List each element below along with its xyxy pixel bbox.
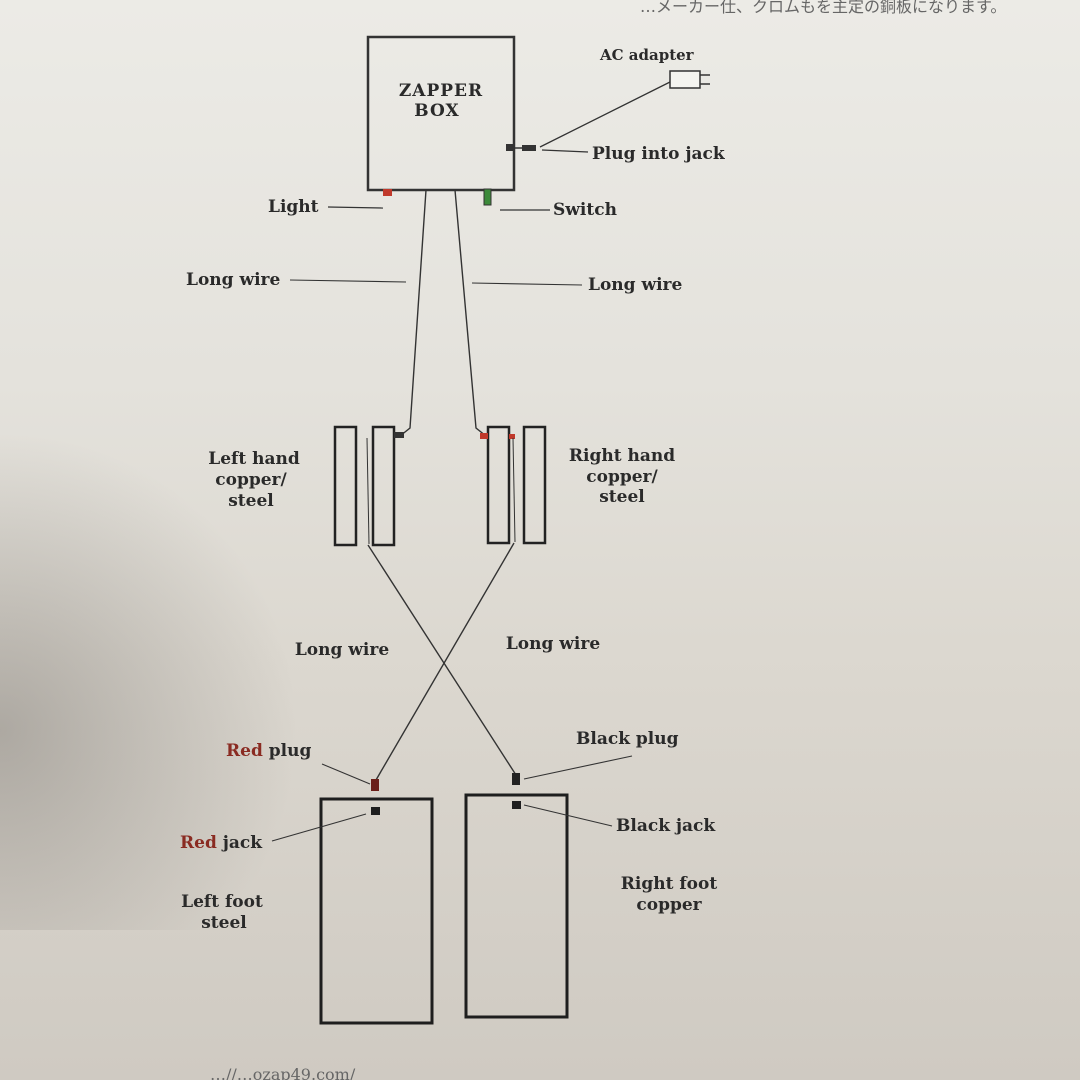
- right-hand-label-line2: copper/: [586, 467, 658, 487]
- black-plug-label: Black plug: [576, 729, 679, 749]
- red-plug: [371, 779, 379, 791]
- upper-right-long-wire: [454, 189, 487, 437]
- right-hand-label-line1: Right hand: [569, 446, 675, 466]
- left-hand-label-line2: copper/: [215, 470, 287, 490]
- lower-wire-left-hand-to-black-plug: [367, 544, 517, 776]
- right-foot-label-line2: copper: [636, 895, 702, 915]
- switch-toggle: [483, 188, 492, 206]
- left-hand-electrode-outer: [333, 425, 358, 547]
- right-hand-electrode-inner: [486, 425, 511, 545]
- right-hand-label-line3: steel: [599, 487, 645, 507]
- lower-right-long-wire-label: Long wire: [506, 634, 601, 654]
- power-plug: [522, 145, 536, 151]
- upper-left-long-wire: [399, 189, 427, 437]
- right-foot-plate: [464, 793, 569, 1019]
- plug-into-jack-label: Plug into jack: [592, 144, 726, 164]
- right-hand-connector: [480, 433, 488, 439]
- power-jack: [506, 144, 514, 151]
- light-indicator: [383, 189, 392, 196]
- footer-url-fragment: …//…ozap49.com/: [210, 1065, 356, 1080]
- left-hand-label-line3: steel: [228, 491, 274, 511]
- lower-wire-right-hand-to-red-plug: [375, 542, 515, 781]
- upper-left-long-wire-label: Long wire: [186, 270, 281, 290]
- right-hand-electrode-outer: [522, 425, 547, 545]
- left-hand-connector: [394, 432, 404, 438]
- black-plug: [512, 773, 520, 785]
- left-hand-electrode-inner: [371, 425, 396, 547]
- red-jack-label: Red jack: [180, 833, 263, 853]
- zapper-box: [366, 35, 516, 192]
- left-foot-label-line1: Left foot: [181, 892, 263, 912]
- left-hand-label-line1: Left hand: [208, 449, 300, 469]
- header-text-fragment: …メーカー仕、クロムもを主定の銅板になります。: [640, 0, 1006, 16]
- left-foot-plate: [319, 797, 434, 1025]
- zapper-box-title-line1: ZAPPER: [399, 81, 483, 101]
- switch-label: Switch: [553, 200, 617, 220]
- zapper-box-title-line2: BOX: [414, 101, 459, 121]
- lower-left-long-wire-label: Long wire: [295, 640, 390, 660]
- ac-adapter-label: AC adapter: [599, 46, 695, 64]
- red-jack: [371, 807, 380, 815]
- black-jack-label: Black jack: [616, 816, 716, 836]
- upper-right-long-wire-label: Long wire: [588, 275, 683, 295]
- light-label: Light: [268, 197, 319, 217]
- black-jack: [512, 801, 521, 809]
- red-plug-label: Red plug: [226, 741, 311, 761]
- left-foot-label-line2: steel: [201, 913, 247, 933]
- ac-adapter-cord: [539, 81, 671, 148]
- right-foot-label-line1: Right foot: [621, 874, 718, 894]
- ac-adapter-icon: [669, 70, 701, 89]
